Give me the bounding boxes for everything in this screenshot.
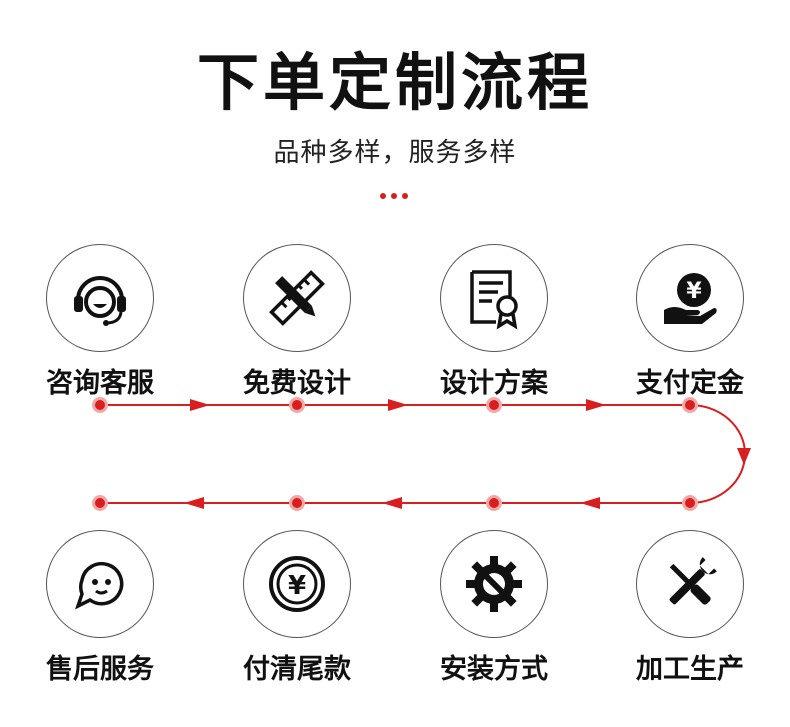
step-label: 售后服务 xyxy=(46,654,154,685)
ruler-pencil-icon xyxy=(243,244,351,352)
step-label: 设计方案 xyxy=(440,368,548,399)
svg-text:¥: ¥ xyxy=(686,279,702,304)
arrow-left-3 xyxy=(184,497,204,509)
step-design-plan: 设计方案 xyxy=(419,244,569,397)
arrow-left-1 xyxy=(580,497,600,509)
decorative-dots xyxy=(380,193,410,201)
step-label: 加工生产 xyxy=(636,654,744,685)
tools-icon xyxy=(636,530,744,638)
arrow-left-2 xyxy=(382,497,402,509)
step-production: 加工生产 xyxy=(615,530,765,683)
step-label: 安装方式 xyxy=(440,654,548,685)
arrow-right-3 xyxy=(586,399,606,411)
arrow-right-1 xyxy=(190,399,210,411)
step-installation: 安装方式 xyxy=(419,530,569,683)
svg-text:¥: ¥ xyxy=(288,571,306,601)
step-label: 免费设计 xyxy=(243,368,351,399)
page-title: 下单定制流程 xyxy=(196,46,593,119)
step-deposit: ¥ 支付定金 xyxy=(615,244,765,397)
step-consult: 咨询客服 xyxy=(25,244,175,397)
yen-hand-icon: ¥ xyxy=(636,244,744,352)
step-after-sales: 售后服务 xyxy=(25,530,175,683)
step-final-payment: ¥ 付清尾款 xyxy=(222,530,372,683)
headset-icon xyxy=(46,244,154,352)
arrow-right-2 xyxy=(388,399,408,411)
step-label: 支付定金 xyxy=(636,368,744,399)
step-label: 咨询客服 xyxy=(46,368,154,399)
step-label: 付清尾款 xyxy=(243,654,351,685)
arrow-down xyxy=(737,448,751,465)
top-nodes xyxy=(92,397,698,413)
page-subtitle: 品种多样，服务多样 xyxy=(273,138,517,168)
bottom-nodes xyxy=(92,495,698,511)
gear-wrench-icon xyxy=(440,530,548,638)
step-free-design: 免费设计 xyxy=(222,244,372,397)
chat-face-icon xyxy=(46,530,154,638)
certificate-icon xyxy=(440,244,548,352)
yen-coin-icon: ¥ xyxy=(243,530,351,638)
